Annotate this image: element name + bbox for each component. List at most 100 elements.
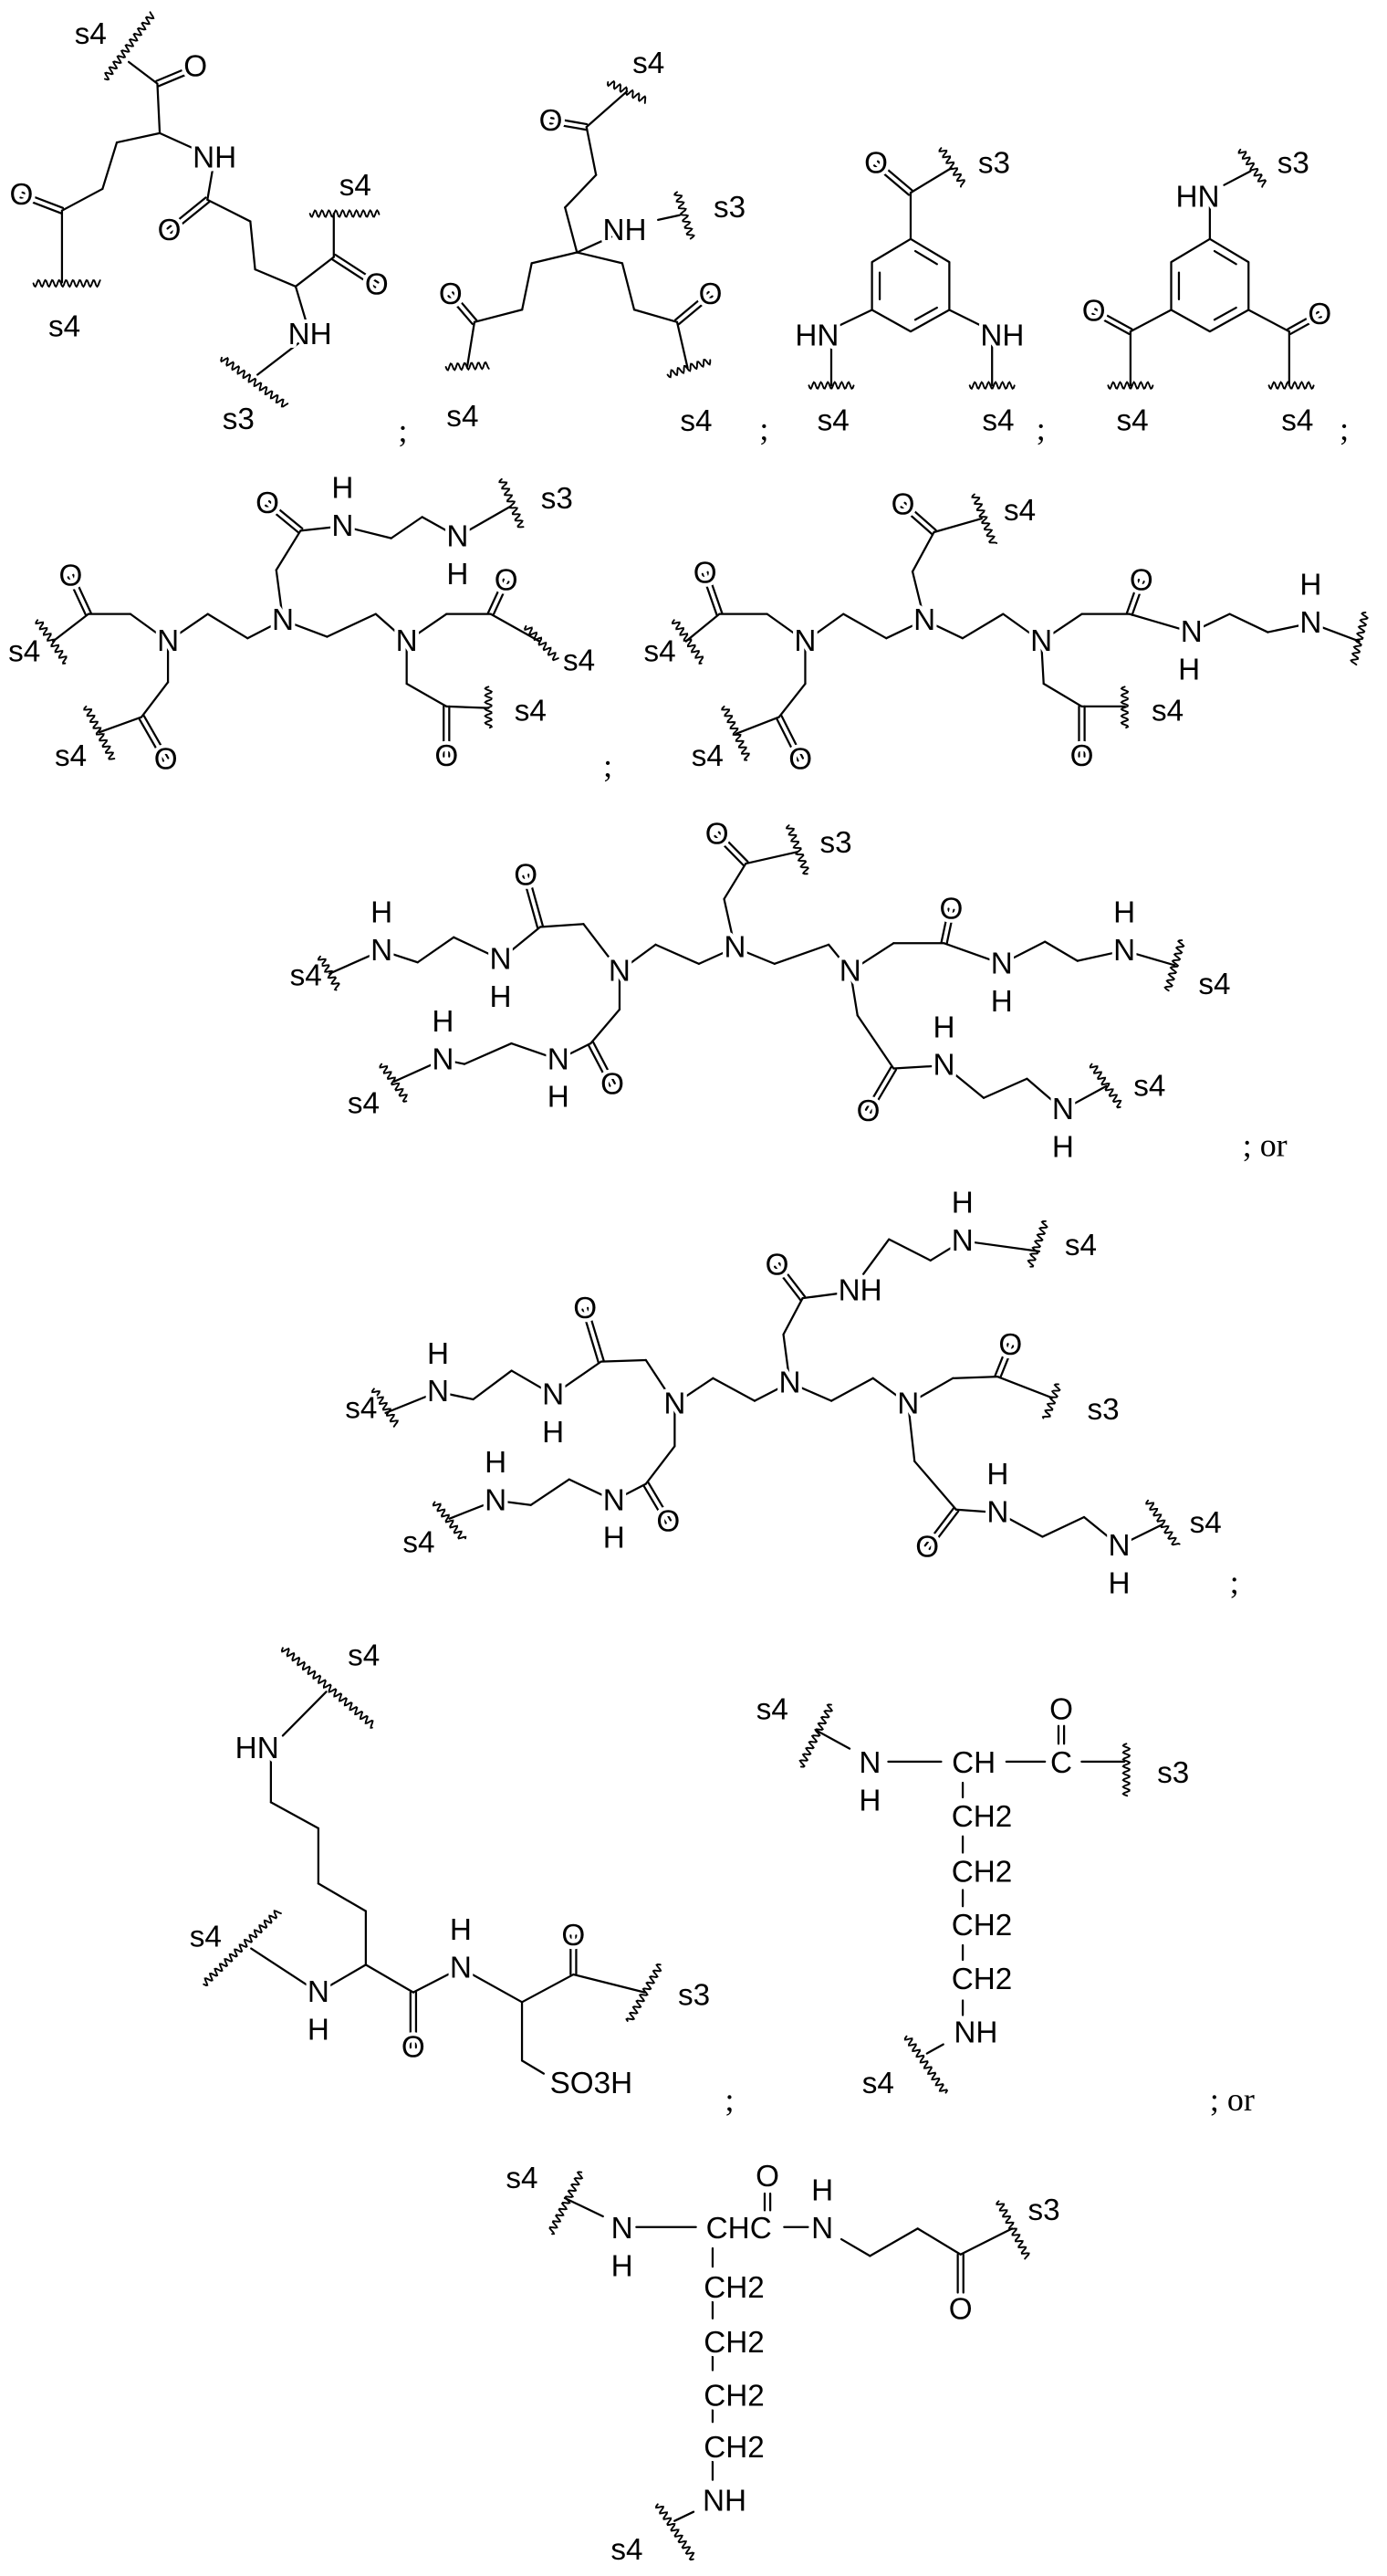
- atom-label: N: [840, 954, 861, 988]
- atom-label: O: [59, 560, 83, 593]
- atom-label: H: [986, 1458, 1008, 1492]
- wavy-attachment-bond: [34, 280, 100, 287]
- atom-label: N: [427, 1375, 449, 1408]
- separator-text: ; or: [1210, 2081, 1255, 2118]
- atom-label: N: [811, 2212, 833, 2246]
- atom-label: CH: [952, 1746, 996, 1780]
- attachment-point-label: s4: [1152, 694, 1184, 728]
- single-bond: [984, 1079, 1027, 1098]
- atom-label: N: [1030, 624, 1052, 658]
- double-bond: [958, 2255, 964, 2293]
- atom-label: O: [705, 817, 729, 851]
- atom-label: O: [439, 277, 463, 311]
- atom-label: H: [446, 558, 468, 592]
- single-bond: [817, 1731, 850, 1749]
- structure-5: NNNOOOOOs4s4NHNHs3s4s4;: [8, 471, 612, 783]
- attachment-point-label: s4: [190, 1921, 222, 1954]
- atom-label: N: [933, 1049, 955, 1083]
- atom-label: O: [1308, 298, 1331, 331]
- attachment-point-label: s4: [48, 309, 80, 343]
- attachment-point-label: s4: [75, 17, 107, 51]
- attachment-point-label: s4: [1065, 1229, 1097, 1262]
- atom-label: H: [1109, 1566, 1131, 1600]
- attachment-point-label: s4: [1117, 404, 1149, 438]
- atom-label: N: [548, 1042, 569, 1076]
- atom-label: O: [766, 1248, 789, 1282]
- atom-label: N: [952, 1224, 974, 1258]
- atom-label: N: [485, 1483, 506, 1517]
- structure-8: NNNONHNHs4ONHNHs4ONHNHs4Os3ONHNHs4;: [345, 1186, 1238, 1600]
- wavy-attachment-bond: [380, 1064, 406, 1102]
- single-bond: [418, 937, 454, 962]
- structure-6: NNNOOOOOs4s4s4NHNHs4: [644, 488, 1368, 777]
- single-bond: [622, 263, 634, 309]
- attachment-point-label: s3: [1278, 147, 1309, 181]
- single-bond: [129, 62, 157, 84]
- atom-label: NH: [193, 141, 236, 175]
- atom-label: N: [370, 934, 392, 968]
- atom-label: N: [986, 1496, 1008, 1530]
- attachment-point-label: s4: [1190, 1506, 1222, 1540]
- attachment-point-label: s4: [55, 739, 87, 773]
- atom-label: O: [573, 1292, 597, 1325]
- atom-label: O: [154, 743, 178, 777]
- attachment-point-label: s4: [515, 694, 547, 728]
- atom-label: N: [603, 1483, 625, 1517]
- atom-label: H: [1178, 653, 1200, 686]
- wavy-attachment-bond: [1269, 382, 1314, 389]
- single-bond: [927, 2045, 944, 2054]
- atom-label: NH: [980, 319, 1024, 353]
- attachment-point-label: s4: [348, 1087, 380, 1121]
- wavy-attachment-bond: [310, 210, 380, 216]
- atom-label: O: [1082, 295, 1106, 329]
- atom-label: CH2: [704, 2431, 765, 2465]
- attachment-point-label: s4: [402, 1526, 434, 1560]
- atom-label: O: [694, 556, 717, 590]
- attachment-point-label: s3: [978, 147, 1010, 181]
- single-bond: [474, 1371, 512, 1399]
- single-bond: [858, 1015, 894, 1068]
- single-bond: [775, 945, 829, 964]
- atom-label: O: [1070, 739, 1094, 773]
- atom-label: N: [611, 2212, 633, 2246]
- single-bond: [522, 2060, 544, 2073]
- single-bond: [658, 215, 680, 220]
- separator-text: ; or: [1243, 1126, 1288, 1163]
- atom-label: H: [933, 1011, 955, 1044]
- ring-bonds: [872, 239, 950, 331]
- structure-1: Os4NHOs4OOs4NHs3;: [10, 12, 408, 448]
- atom-label: N: [724, 931, 746, 965]
- single-bond: [522, 1974, 573, 2002]
- single-bond: [725, 864, 746, 899]
- single-bond: [53, 614, 89, 642]
- atom-label: CH2: [952, 1800, 1013, 1834]
- wavy-attachment-bond: [221, 358, 287, 407]
- atom-label: O: [183, 49, 207, 83]
- single-bond: [366, 1964, 413, 1992]
- attachment-point-label: s4: [818, 404, 850, 438]
- atom-label: N: [1109, 1529, 1131, 1563]
- attachment-point-label: s3: [223, 403, 255, 436]
- atom-label: CH2: [704, 2379, 765, 2413]
- atom-label: H: [952, 1186, 974, 1220]
- separator-text: ;: [399, 413, 408, 449]
- attachment-point-label: s3: [678, 1979, 710, 2013]
- single-bond: [746, 852, 798, 864]
- single-bond: [918, 2228, 961, 2254]
- wavy-attachment-bond: [673, 620, 703, 664]
- single-bond: [1224, 171, 1250, 184]
- single-bond: [577, 252, 622, 263]
- single-bond: [296, 257, 334, 287]
- attachment-point-label: s4: [756, 1692, 788, 1726]
- atom-label: H: [1299, 569, 1321, 602]
- atom-label: HN: [235, 1732, 279, 1765]
- single-bond: [1045, 942, 1078, 961]
- atom-label: CH2: [704, 2326, 765, 2360]
- wavy-attachment-bond: [1146, 1501, 1179, 1545]
- separator-text: ;: [1073, 2567, 1082, 2576]
- atom-label: N: [913, 603, 935, 637]
- attachment-point-label: s4: [644, 635, 676, 669]
- single-bond: [565, 2198, 603, 2216]
- attachment-point-label: s4: [1004, 494, 1036, 528]
